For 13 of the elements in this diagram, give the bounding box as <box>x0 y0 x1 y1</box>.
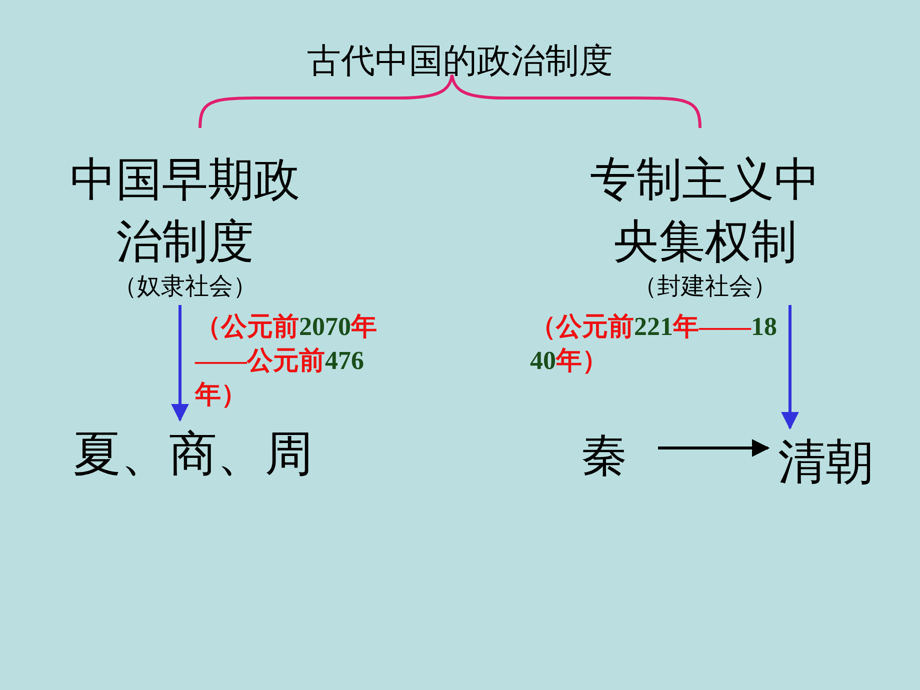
node-heading: 清朝 <box>777 433 875 492</box>
title: 古代中国的政治制度 <box>306 40 614 83</box>
node-subtitle: （封建社会） <box>633 272 777 301</box>
arrow <box>658 439 770 457</box>
node-heading: 秦 <box>580 427 628 484</box>
edge-label: （公元前221年——1840年） <box>530 311 778 377</box>
node-heading: 专制主义中央集权制 <box>589 151 821 270</box>
node-heading: 中国早期政治制度 <box>69 151 301 270</box>
arrow <box>781 304 799 430</box>
node-heading: 夏、商、周 <box>72 425 314 484</box>
node-subtitle: （奴隶社会） <box>113 272 257 301</box>
arrow <box>171 304 189 422</box>
edge-label: （公元前2070年——公元前476年） <box>195 311 378 411</box>
